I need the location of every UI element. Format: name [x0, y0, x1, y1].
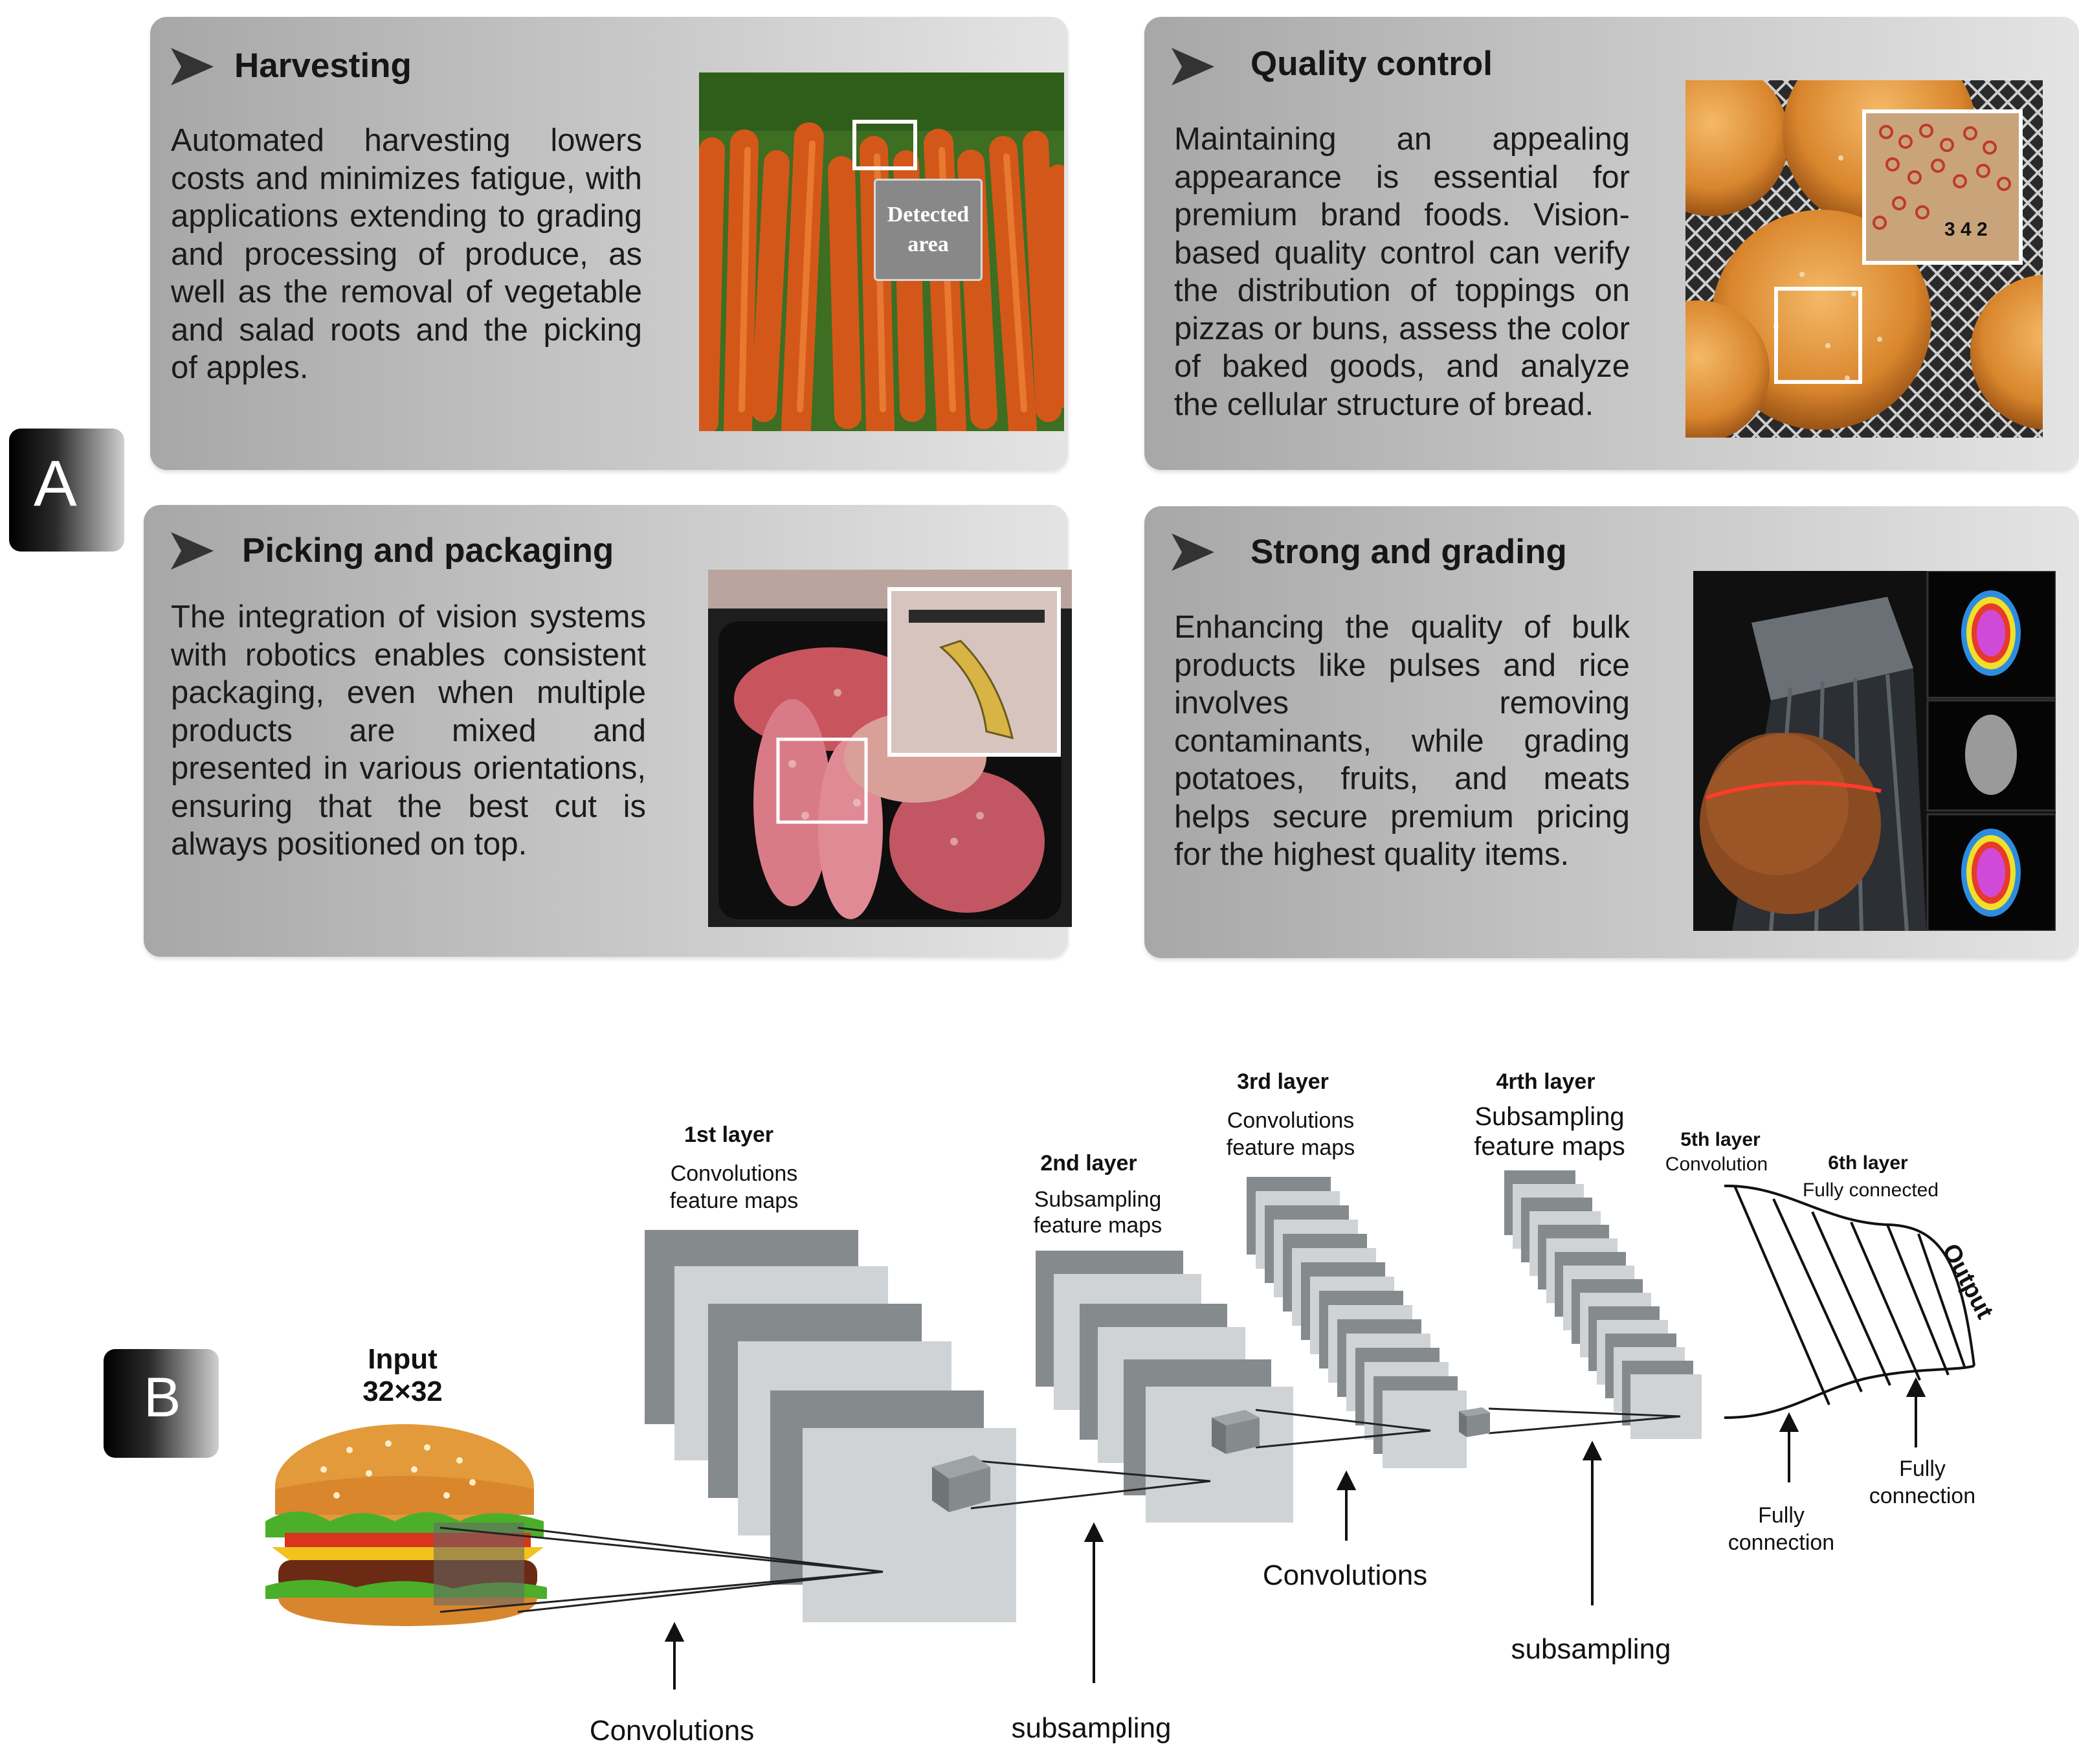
meat-illustration	[708, 570, 1072, 927]
layer4-sub1: Subsampling	[1474, 1102, 1624, 1131]
feature-map	[1146, 1387, 1293, 1523]
card-title: Picking and packaging	[242, 531, 614, 570]
potato-illustration	[1693, 571, 2056, 931]
layer5-sub: Convolution	[1665, 1154, 1768, 1175]
fully-connection-1-line1: Fully	[1758, 1503, 1805, 1528]
feature-map	[1630, 1374, 1702, 1439]
burger-input-image	[265, 1424, 547, 1626]
inset-number: 3 4 2	[1944, 219, 1988, 240]
layer4-sub2: feature maps	[1474, 1132, 1625, 1161]
buns-illustration: 3 4 2	[1685, 80, 2043, 438]
chevron-right-icon	[171, 532, 214, 570]
layer4-title: 4rth layer	[1496, 1069, 1595, 1094]
detected-area-line2: area	[907, 232, 949, 256]
projection-lines	[439, 1407, 1681, 1613]
layer1-title: 1st layer	[684, 1122, 773, 1147]
card-body: Enhancing the quality of bulk products l…	[1174, 610, 1630, 872]
burger-buns-photo: 3 4 2	[1685, 80, 2043, 438]
card-title: Strong and grading	[1251, 533, 1567, 571]
detected-area-label: Detected area	[874, 179, 983, 281]
chevron-right-icon	[1172, 533, 1214, 571]
carrots-photo: Detected area	[699, 73, 1064, 431]
layer3-title: 3rd layer	[1237, 1069, 1329, 1094]
panel-a-letter: A	[34, 447, 77, 520]
detected-area-line1: Detected	[887, 203, 970, 227]
card-harvesting: Harvesting Automated harvesting lowers c…	[150, 17, 1068, 470]
fully-connection-2-line2: connection	[1869, 1484, 1975, 1508]
panel-b-label-box: B	[104, 1349, 219, 1458]
layer2-sub2: feature maps	[1034, 1213, 1162, 1238]
op-subsampling-2: subsampling	[1511, 1633, 1671, 1665]
panel-b-letter: B	[144, 1367, 181, 1429]
potato-grading-photo	[1693, 571, 2056, 931]
receptive-cube-1	[932, 1455, 990, 1512]
op-convolutions-2: Convolutions	[1263, 1559, 1427, 1591]
card-quality-control: Quality control Maintaining an appealing…	[1144, 17, 2079, 470]
input-title-line2: 32×32	[362, 1376, 443, 1407]
card-body: Maintaining an appealing appearance is e…	[1174, 122, 1630, 422]
layer1-feature-maps	[645, 1230, 1016, 1622]
meat-tray-photo	[708, 570, 1072, 927]
fully-connection-1-line2: connection	[1728, 1530, 1834, 1555]
op-convolutions-1: Convolutions	[590, 1715, 754, 1747]
input-title-line1: Input	[368, 1343, 438, 1375]
fully-connected-funnel	[1724, 1184, 1975, 1419]
card-title: Harvesting	[234, 47, 412, 85]
layer1-sub2: feature maps	[670, 1189, 798, 1213]
layer3-sub1: Convolutions	[1227, 1108, 1355, 1133]
layer2-sub1: Subsampling	[1034, 1187, 1162, 1212]
card-body: The integration of vision systems with r…	[171, 599, 646, 862]
card-picking-packaging: Picking and packaging The integration of…	[144, 505, 1072, 957]
layer6-title: 6th layer	[1828, 1152, 1908, 1174]
carrots-illustration	[699, 73, 1064, 431]
feature-map	[803, 1428, 1016, 1622]
layer4-feature-maps	[1504, 1170, 1702, 1439]
receptive-cube-2	[1212, 1410, 1260, 1454]
layer2-title: 2nd layer	[1040, 1151, 1137, 1176]
layer3-feature-maps	[1247, 1177, 1467, 1468]
layer3-sub2: feature maps	[1227, 1135, 1355, 1160]
fully-connection-2-line1: Fully	[1899, 1457, 1946, 1481]
layer6-sub: Fully connected	[1803, 1179, 1939, 1201]
layer5-title: 5th layer	[1680, 1129, 1761, 1150]
chevron-right-icon	[1172, 48, 1214, 85]
card-strong-grading: Strong and grading Enhancing the quality…	[1144, 506, 2079, 958]
receptive-cube-3	[1459, 1407, 1490, 1437]
chevron-right-icon	[171, 48, 214, 85]
op-subsampling-1: subsampling	[1011, 1712, 1171, 1744]
card-body: Automated harvesting lowers costs and mi…	[171, 123, 642, 385]
layer2-feature-maps	[1036, 1251, 1293, 1523]
panel-a-label-box: A	[9, 429, 124, 552]
card-title: Quality control	[1251, 45, 1493, 83]
arrows	[664, 1377, 1926, 1690]
layer1-sub1: Convolutions	[671, 1161, 798, 1186]
